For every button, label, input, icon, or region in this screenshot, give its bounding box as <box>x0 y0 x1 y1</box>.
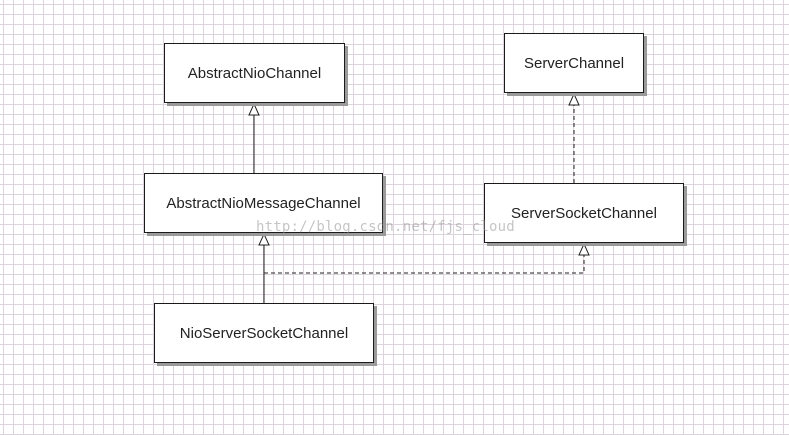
class-name: AbstractNioMessageChannel <box>166 194 361 212</box>
inheritance-arrowhead-anmc <box>258 232 270 246</box>
class-server-socket-channel: ServerSocketChannel <box>484 183 684 243</box>
class-abstract-nio-channel: AbstractNioChannel <box>164 43 345 103</box>
realization-arrowhead-sc <box>568 92 580 106</box>
realization-arrowhead-ssc <box>578 242 590 256</box>
class-name: AbstractNioChannel <box>187 64 322 82</box>
class-server-channel: ServerChannel <box>504 33 644 93</box>
watermark-text: http://blog.csdn.net/fjs_cloud <box>256 219 515 235</box>
realization-line-nssc-ssc <box>264 255 585 274</box>
class-name: ServerChannel <box>523 54 625 72</box>
inheritance-arrowhead-anc <box>248 102 260 116</box>
class-nio-server-socket-channel: NioServerSocketChannel <box>154 303 374 363</box>
class-name: ServerSocketChannel <box>511 204 657 222</box>
class-abstract-nio-message-channel: AbstractNioMessageChannel <box>144 173 383 233</box>
class-name: NioServerSocketChannel <box>179 324 349 342</box>
